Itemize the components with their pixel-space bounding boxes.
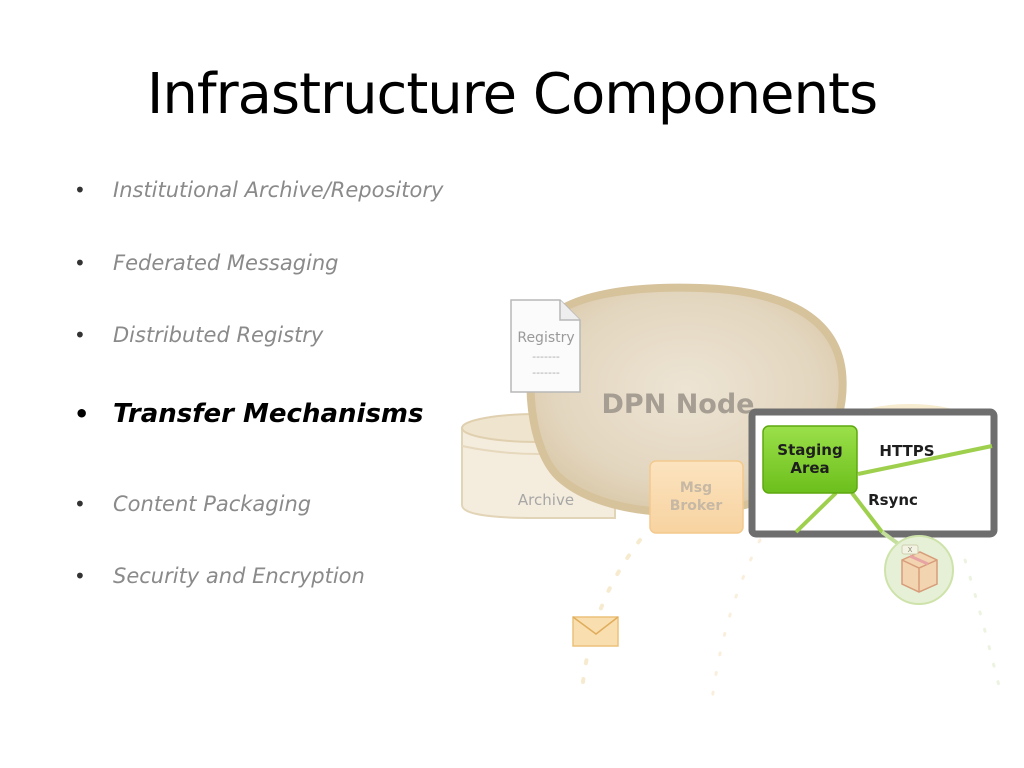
bullet-distributed-registry: • Distributed Registry	[74, 323, 323, 347]
staging-area-line-2: Area	[790, 459, 829, 477]
rsync-label: Rsync	[868, 491, 918, 509]
package-tag-text: X	[908, 546, 913, 554]
bullet-text: Security and Encryption	[113, 564, 365, 588]
package-icon: X	[880, 530, 954, 605]
bullet-text: Distributed Registry	[113, 323, 324, 347]
staging-area-box: Staging Area	[762, 425, 858, 494]
bullet-text: Content Packaging	[113, 492, 312, 516]
registry-document-icon: Registry ------- -------	[510, 299, 581, 393]
bullet-federated-messaging: • Federated Messaging	[74, 251, 339, 275]
bullet-dot: •	[74, 251, 86, 275]
bullet-dot: •	[74, 178, 86, 202]
transfer-highlight-frame: Staging Area HTTPS Rsync	[748, 408, 998, 538]
archive-label: Archive	[518, 491, 574, 509]
msg-broker-line-2: Broker	[670, 498, 723, 514]
msg-broker-line-1: Msg	[680, 480, 712, 496]
https-label: HTTPS	[879, 442, 934, 460]
bullet-transfer-mechanisms: • Transfer Mechanisms	[74, 399, 424, 429]
bullet-dot: •	[74, 564, 86, 588]
https-connector-line	[857, 444, 993, 476]
bullet-dot: •	[74, 492, 86, 516]
dashed-flow-trail	[580, 538, 1002, 702]
bullet-dot: •	[74, 400, 90, 428]
bullet-text: Federated Messaging	[113, 251, 339, 275]
registry-line-1: -------	[532, 350, 560, 363]
package-connector-line	[850, 491, 884, 534]
msg-broker-box: Msg Broker	[649, 460, 744, 534]
dpn-node-label: DPN Node	[602, 389, 755, 420]
bullet-content-packaging: • Content Packaging	[74, 492, 311, 516]
registry-line-2: -------	[532, 366, 560, 379]
bullet-security-encryption: • Security and Encryption	[74, 564, 365, 588]
bullet-dot: •	[74, 323, 86, 347]
slide-title: Infrastructure Components	[146, 62, 878, 127]
envelope-icon	[572, 616, 619, 647]
rsync-connector-line	[794, 491, 838, 534]
bullet-text: Institutional Archive/Repository	[113, 178, 444, 202]
staging-area-line-1: Staging	[777, 441, 842, 459]
bullet-text: Transfer Mechanisms	[113, 399, 424, 429]
registry-label: Registry	[517, 330, 574, 346]
bullet-institutional-archive: • Institutional Archive/Repository	[74, 178, 443, 202]
